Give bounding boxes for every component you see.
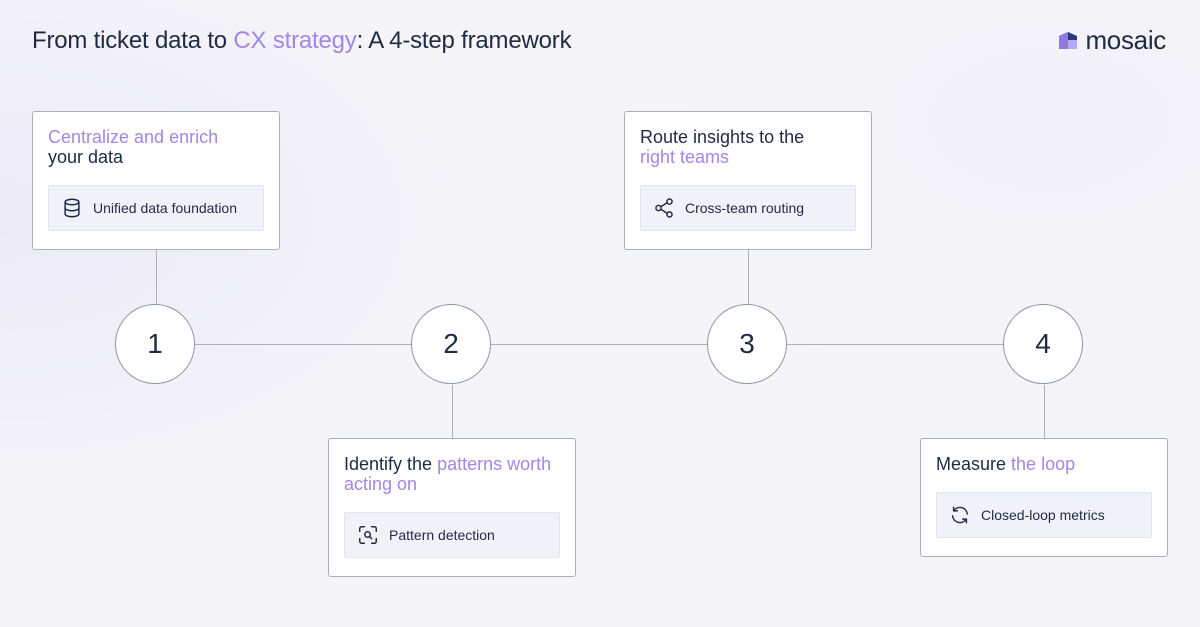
step-title-plain: Measure [936, 454, 1012, 474]
step-pill-label: Closed-loop metrics [981, 507, 1105, 523]
logo-text: mosaic [1085, 25, 1166, 55]
connector-1 [156, 249, 157, 304]
step-card-1: Centralize and enrich your data Unified … [32, 111, 280, 250]
step-pill-label: Cross-team routing [685, 200, 805, 216]
step-pill: Cross-team routing [640, 185, 856, 231]
step-title-plain: Route insights to the [640, 127, 805, 147]
brand-logo: mosaic [1057, 27, 1166, 53]
step-card-2: Identify the patterns worth acting on Pa… [328, 438, 576, 577]
step-pill: Unified data foundation [48, 185, 264, 231]
step-title-accent: patterns worth acting on [344, 454, 552, 494]
step-title-accent: right teams [640, 147, 730, 167]
title-accent: CX strategy [233, 27, 357, 54]
page-title: From ticket data to CX strategy: A 4-ste… [32, 27, 572, 55]
step-title-plain: Identify the [344, 454, 438, 474]
database-icon [64, 198, 80, 218]
step-title-plain: your data [48, 147, 124, 167]
step-node-2: 2 [411, 304, 491, 384]
title-prefix: From ticket data to [32, 27, 234, 54]
scan-search-icon [359, 526, 377, 544]
step-title-accent: Centralize and enrich [48, 127, 219, 147]
step-pill: Pattern detection [344, 512, 560, 558]
step-title: Identify the patterns worth acting on [344, 454, 560, 494]
connector-4 [1044, 385, 1045, 439]
mosaic-logo-icon [1059, 32, 1078, 49]
step-card-3: Route insights to the right teams Cross-… [624, 111, 872, 250]
step-node-3: 3 [707, 304, 787, 384]
step-card-4: Measure the loop Closed-loop metrics [920, 438, 1168, 557]
timeline-line [156, 344, 1044, 345]
share-icon [655, 198, 673, 218]
step-title: Measure the loop [936, 454, 1152, 474]
connector-2 [452, 385, 453, 439]
step-title: Route insights to the right teams [640, 127, 856, 167]
step-pill-label: Pattern detection [389, 527, 495, 543]
step-pill-label: Unified data foundation [93, 200, 237, 216]
step-title-accent: the loop [1011, 454, 1076, 474]
step-pill: Closed-loop metrics [936, 492, 1152, 538]
step-title: Centralize and enrich your data [48, 127, 264, 167]
step-node-4: 4 [1003, 304, 1083, 384]
refresh-icon [951, 506, 969, 524]
title-suffix: : A 4-step framework [356, 27, 572, 54]
connector-3 [748, 249, 749, 304]
step-node-1: 1 [115, 304, 195, 384]
